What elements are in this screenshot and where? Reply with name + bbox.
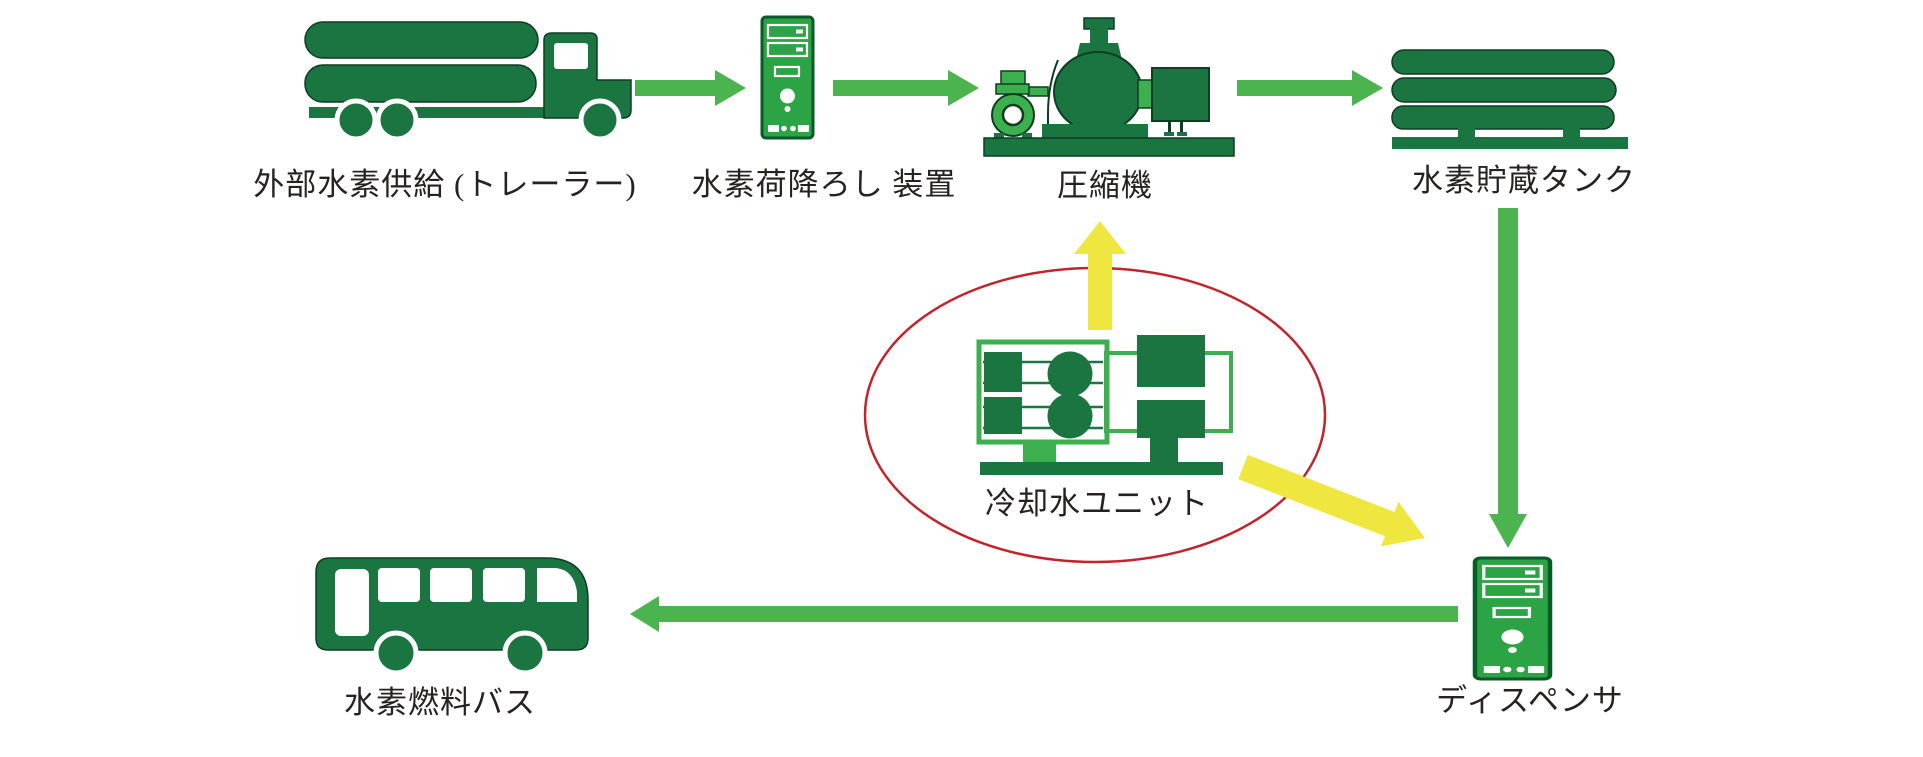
- label-compressor: 圧縮機: [1057, 168, 1153, 203]
- unloading-device-icon: [760, 15, 815, 140]
- yellow-arrow-cooling-to-dispenser: [1238, 454, 1425, 547]
- dispenser-icon: [1472, 556, 1553, 681]
- green-arrow-dispenser-to-bus: [630, 596, 1458, 632]
- yellow-arrow-cooling-to-compressor: [1074, 221, 1126, 330]
- fuel-bus-icon: [315, 557, 589, 676]
- green-arrow-storage-to-dispenser: [1489, 208, 1527, 548]
- label-dispenser: ディスペンサ: [1436, 683, 1624, 718]
- compressor-icon: [983, 17, 1235, 157]
- label-bus: 水素燃料バス: [344, 685, 536, 720]
- label-trailer: 外部水素供給 (トレーラー): [253, 167, 637, 202]
- label-cooling: 冷却水ユニット: [985, 486, 1209, 521]
- cooling-unit-icon: [976, 335, 1233, 475]
- green-arrow-trailer-to-unloading: [635, 70, 746, 106]
- green-arrow-unloading-to-compressor: [833, 70, 979, 106]
- label-storage: 水素貯蔵タンク: [1412, 163, 1636, 198]
- label-unloading: 水素荷降ろし 装置: [691, 167, 957, 202]
- storage-tank-icon: [1391, 49, 1628, 149]
- green-arrow-compressor-to-storage: [1237, 70, 1383, 106]
- trailer-truck-icon: [304, 21, 632, 142]
